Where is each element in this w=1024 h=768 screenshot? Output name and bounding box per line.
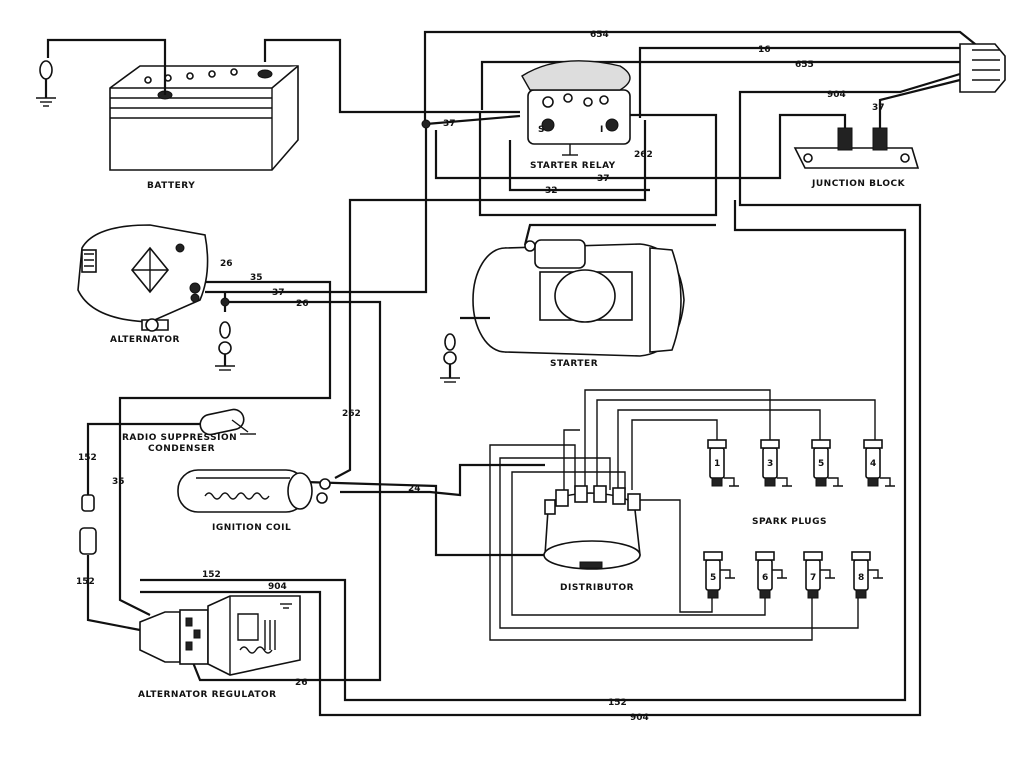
spark-plug-6: 6 [755,551,787,599]
battery-label: BATTERY [147,181,195,191]
plug-number: 1 [714,459,720,469]
spark-plug-8: 8 [851,551,883,599]
wire-label-152-bottom: 152 [608,698,627,708]
wire-label-152-b: 152 [76,577,95,587]
spark-plug-5: 5 [811,439,843,487]
wire-37-relay [425,114,521,126]
alternator-label: ALTERNATOR [110,335,180,345]
spark-plugs: 1 3 5 4 5 [703,439,895,599]
battery: BATTERY [36,38,299,191]
wire-262 [334,120,647,479]
wire-35 [118,280,332,616]
wire-plug8 [511,471,766,616]
wire-plug3 [617,409,821,490]
relay-i-terminal: I [600,125,603,135]
wire-plug1 [584,389,771,490]
plug-number: 8 [858,573,864,583]
wire-label-655: 655 [795,60,814,70]
wire-label-26-b: 26 [296,299,309,309]
ignition-coil-label: IGNITION COIL [212,523,291,533]
ignition-coil: IGNITION COIL [177,469,331,533]
alternator-regulator: ALTERNATOR REGULATOR [138,595,301,700]
wire-37-alt [205,124,428,294]
bulkhead-connector [959,43,1006,93]
wire-152-reg [140,200,907,702]
plug-number: 4 [870,459,876,469]
wire-16 [638,46,965,118]
junction-block-label: JUNCTION BLOCK [811,179,906,189]
wire-152-b [86,555,141,632]
junction-block: JUNCTION BLOCK [793,127,920,189]
wire-label-26-a: 26 [220,259,233,269]
wire-starter-feed [523,223,716,246]
wire-label-152-reg: 152 [202,570,221,580]
wire-label-152-a: 152 [78,453,97,463]
wire-label-904-reg: 904 [268,582,287,592]
wire-37-jb [878,78,961,140]
wire-label-37-relay: 37 [443,119,456,129]
wire-label-262-relay: 262 [634,150,653,160]
wire-label-262-coil: 262 [342,409,361,419]
radio-suppression-condenser: RADIO SUPPRESSION CONDENSER [122,408,256,454]
wire-24 [340,463,545,497]
wire-655 [480,60,960,110]
spark-plug-7: 7 [803,551,835,599]
relay-s-terminal: S [538,125,544,135]
wire-label-904-top: 904 [827,90,846,100]
wire-label-37-mid: 37 [597,174,610,184]
wire-plug9 [640,499,713,613]
distributor-label: DISTRIBUTOR [560,583,634,593]
wire-plug2 [596,399,876,490]
wire-label-37-alt: 37 [272,288,285,298]
wire-904-reg [140,590,322,600]
wire-label-16: 16 [758,45,771,55]
wire-plug6 [489,444,813,641]
spark-plug-4: 4 [863,439,895,487]
wire-26 [188,300,382,682]
wire-battery-relay [263,38,520,114]
inline-fuse [79,494,97,555]
wire-relay-starter [478,112,718,217]
wire-label-904-bottom: 904 [630,713,649,723]
junction-dots [421,119,431,129]
plug-number: 7 [810,573,816,583]
wire-label-26-reg: 26 [295,678,308,688]
wire-plug5 [563,429,580,490]
wire-37-mid [434,113,847,180]
wire-32 [508,140,650,192]
distributor: DISTRIBUTOR [543,485,641,593]
spark-plug-3: 3 [760,439,792,487]
plug-number: 5 [710,573,716,583]
wire-plug7 [499,457,859,629]
starter-label: STARTER [550,359,598,369]
wire-coil-dist [304,480,555,557]
spark-plugs-label: SPARK PLUGS [752,517,827,527]
starter-relay-label: STARTER RELAY [530,161,616,171]
wire-label-35-a: 35 [250,273,263,283]
wire-152 [86,422,215,495]
wire-label-654: 654 [590,30,609,40]
plug-number: 6 [762,573,768,583]
starter-motor: STARTER [440,239,685,383]
wire-labels: 654 16 655 904 37 37 262 37 32 26 35 37 … [76,30,885,723]
alternator: ALTERNATOR [77,224,235,371]
wire-plug4 [631,419,718,490]
wire-label-24: 24 [408,484,421,494]
wire-label-35-b: 35 [112,477,125,487]
starter-relay: S I STARTER RELAY [521,60,631,171]
plug-number: 5 [818,459,824,469]
wire-904-top [318,72,961,717]
spark-plug-1: 1 [707,439,739,487]
plug-number: 3 [767,459,773,469]
wire-label-37-jb: 37 [872,103,885,113]
wires [86,30,981,717]
condenser-label-line1: RADIO SUPPRESSION [122,433,237,443]
alternator-regulator-label: ALTERNATOR REGULATOR [138,690,277,700]
wire-654 [423,30,981,120]
spark-plug-5b: 5 [703,551,735,599]
wire-label-32: 32 [545,186,558,196]
condenser-label-line2: CONDENSER [148,444,215,454]
